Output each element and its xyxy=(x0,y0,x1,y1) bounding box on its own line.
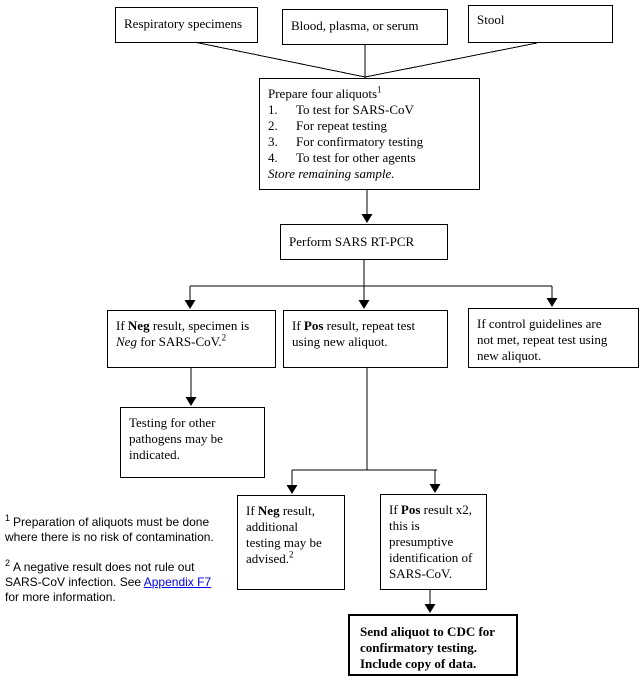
item-number: 4. xyxy=(268,150,278,165)
arrowhead-pos xyxy=(358,300,370,309)
text: If xyxy=(116,318,128,333)
item-text: For repeat testing xyxy=(296,118,387,133)
footnote-2-line-3: for more information. xyxy=(5,590,116,604)
text: result, repeat test xyxy=(323,318,416,333)
item-number: 2. xyxy=(268,118,278,133)
box-label: Stool xyxy=(477,12,505,27)
box-label: Respiratory specimens xyxy=(124,16,243,31)
negadd-line-1: If Neg result, xyxy=(246,503,336,519)
text: If xyxy=(246,503,258,518)
negadd-line-3: testing may be xyxy=(246,535,322,550)
box-label: Blood, plasma, or serum xyxy=(291,18,419,33)
footnote-marker-1: 1 xyxy=(377,84,382,95)
arrowhead-negadd xyxy=(286,485,298,494)
cdc-line-2: confirmatory testing. xyxy=(360,640,477,655)
neg-line-1: If Neg result, specimen is xyxy=(116,318,267,334)
testing-line-3: indicated. xyxy=(129,447,180,462)
aliquots-item-4: 4. To test for other agents xyxy=(268,150,471,166)
pos-bold: Pos xyxy=(400,502,421,517)
posx2-line-5: SARS-CoV. xyxy=(389,566,452,581)
text: result, xyxy=(279,503,315,518)
footnote-2-line-2: SARS-CoV infection. See Appendix F7 xyxy=(5,575,245,590)
neg-bold: Neg xyxy=(127,318,150,333)
text: SARS-CoV infection. See xyxy=(5,575,144,589)
control-line-2: not met, repeat test using xyxy=(477,332,608,347)
aliquots-item-1: 1. To test for SARS-CoV xyxy=(268,102,471,118)
neg-bold: Neg xyxy=(257,503,280,518)
control-line-3: new aliquot. xyxy=(477,348,542,363)
footnote-sup-2: 2 xyxy=(5,558,11,568)
item-number: 3. xyxy=(268,134,278,149)
store-sample-note: Store remaining sample. xyxy=(268,166,395,181)
negadd-line-4: advised.2 xyxy=(246,549,336,567)
box-label: Perform SARS RT-PCR xyxy=(289,234,415,249)
aliquots-note: Store remaining sample. xyxy=(268,166,471,182)
box-neg-result: If Neg result, specimen is Neg for SARS-… xyxy=(107,310,276,368)
connector-stool-to-aliquots xyxy=(364,42,538,78)
arrowhead-cdc xyxy=(424,604,436,613)
aliquots-title-text: Prepare four aliquots xyxy=(268,86,378,101)
footnote-marker-2: 2 xyxy=(288,549,294,560)
text: A negative result does not rule out xyxy=(13,560,195,574)
control-line-1: If control guidelines are xyxy=(477,316,602,331)
text: If xyxy=(389,502,401,517)
text: result, specimen is xyxy=(149,318,250,333)
appendix-f7-link[interactable]: Appendix F7 xyxy=(143,575,212,589)
box-send-to-cdc: Send aliquot to CDC for confirmatory tes… xyxy=(348,614,518,676)
arrowhead-neg xyxy=(184,300,196,309)
text: result x2, xyxy=(420,502,473,517)
footnote-sup-1: 1 xyxy=(5,513,11,523)
negadd-line-2: additional xyxy=(246,519,298,534)
arrowhead-posx2 xyxy=(429,484,441,493)
arrowhead-control xyxy=(546,298,558,307)
box-other-pathogens: Testing for other pathogens may be indic… xyxy=(120,407,265,478)
cdc-line-1: Send aliquot to CDC for xyxy=(360,624,496,639)
box-perform-sars-rtpcr: Perform SARS RT-PCR xyxy=(280,224,448,260)
text: Preparation of aliquots must be done xyxy=(13,515,210,529)
text: If xyxy=(292,318,304,333)
posx2-line-4: identification of xyxy=(389,550,473,565)
pos-line-1: If Pos result, repeat test xyxy=(292,318,439,334)
box-blood-plasma-serum: Blood, plasma, or serum xyxy=(282,9,448,45)
item-text: To test for other agents xyxy=(296,150,416,165)
box-prepare-aliquots: Prepare four aliquots1 1. To test for SAR… xyxy=(259,78,480,190)
item-text: To test for SARS-CoV xyxy=(296,102,414,117)
connector-respiratory-to-aliquots xyxy=(193,41,366,78)
item-number: 1. xyxy=(268,102,278,117)
text: advised. xyxy=(246,551,289,566)
box-stool: Stool xyxy=(468,5,613,43)
footnote-marker-2: 2 xyxy=(221,332,227,343)
testing-line-1: Testing for other xyxy=(129,415,216,430)
pos-line-2: using new aliquot. xyxy=(292,334,388,349)
posx2-line-2: this is xyxy=(389,518,420,533)
pos-bold: Pos xyxy=(303,318,324,333)
neg-line-2: Neg for SARS-CoV.2 xyxy=(116,332,267,350)
aliquots-title: Prepare four aliquots1 xyxy=(268,84,471,102)
posx2-line-3: presumptive xyxy=(389,534,454,549)
aliquots-item-2: 2. For repeat testing xyxy=(268,118,471,134)
neg-italic: Neg xyxy=(116,334,137,349)
text: for SARS-CoV. xyxy=(136,334,222,349)
box-neg-additional-testing: If Neg result, additional testing may be… xyxy=(237,495,345,590)
aliquots-item-3: 3. For confirmatory testing xyxy=(268,134,471,150)
item-text: For confirmatory testing xyxy=(296,134,424,149)
box-pos-result: If Pos result, repeat test using new ali… xyxy=(283,310,448,368)
box-control-guidelines: If control guidelines are not met, repea… xyxy=(468,308,639,368)
arrowhead-rtpcr xyxy=(361,214,373,223)
box-pos-x2-presumptive: If Pos result x2, this is presumptive id… xyxy=(380,494,487,590)
footnote-1-line-2: where there is no risk of contamination. xyxy=(5,530,214,544)
arrowhead-testing xyxy=(185,397,197,406)
cdc-line-3: Include copy of data. xyxy=(360,656,477,671)
posx2-line-1: If Pos result x2, xyxy=(389,502,478,518)
testing-line-2: pathogens may be xyxy=(129,431,223,446)
box-respiratory-specimens: Respiratory specimens xyxy=(115,7,258,43)
